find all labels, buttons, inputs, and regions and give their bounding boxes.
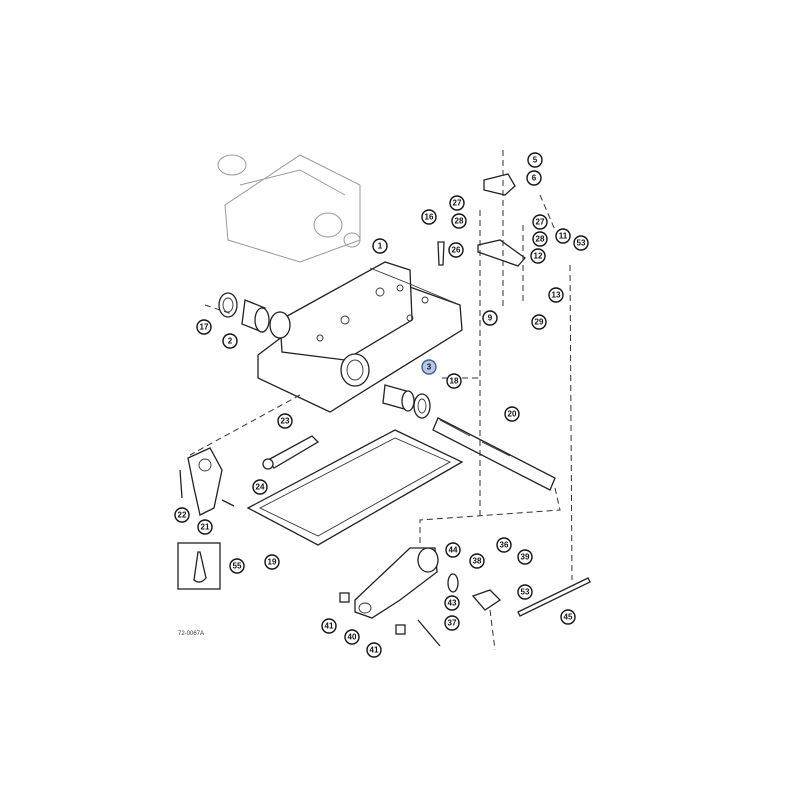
callout[interactable]: 21: [197, 519, 213, 535]
lift-housing: [257, 261, 463, 413]
callout[interactable]: 44: [445, 542, 461, 558]
seal-18: [413, 393, 431, 419]
rockshaft-20: [432, 417, 556, 491]
callout[interactable]: 38: [469, 553, 485, 569]
callout[interactable]: 27: [532, 214, 548, 230]
bushing-41: [339, 592, 350, 603]
svg-text:16: 16: [425, 213, 434, 222]
svg-text:1: 1: [378, 242, 383, 251]
callout[interactable]: 12: [530, 248, 546, 264]
callout[interactable]: 19: [264, 554, 280, 570]
svg-text:19: 19: [268, 558, 277, 567]
svg-text:41: 41: [325, 622, 334, 631]
callout[interactable]: 41: [321, 618, 337, 634]
callout-highlighted[interactable]: 3: [421, 359, 437, 375]
cam-38: [471, 589, 502, 611]
callout[interactable]: 27: [449, 195, 465, 211]
callout[interactable]: 13: [548, 287, 564, 303]
pin-24: [221, 499, 235, 507]
callout[interactable]: 22: [174, 507, 190, 523]
callout[interactable]: 37: [444, 615, 460, 631]
svg-text:40: 40: [348, 633, 357, 642]
svg-text:53: 53: [521, 588, 530, 597]
callout[interactable]: 55: [229, 558, 245, 574]
figure-reference: 72-0067A: [178, 631, 204, 637]
bolt-16: [437, 241, 445, 266]
svg-text:2: 2: [228, 337, 233, 346]
washer-44: [447, 573, 459, 593]
svg-text:45: 45: [564, 613, 573, 622]
gasket-19: [246, 429, 464, 546]
block-5: [483, 173, 516, 196]
bushing-2: [241, 299, 270, 333]
svg-text:27: 27: [453, 199, 462, 208]
bushing-41b: [395, 624, 406, 635]
svg-text:27: 27: [536, 218, 545, 227]
callout[interactable]: 2: [222, 333, 238, 349]
callout[interactable]: 26: [448, 242, 464, 258]
svg-text:13: 13: [552, 291, 561, 300]
svg-text:38: 38: [473, 557, 482, 566]
callout[interactable]: 40: [344, 629, 360, 645]
callout[interactable]: 53: [573, 235, 589, 251]
handle-23: [262, 435, 320, 470]
svg-text:29: 29: [535, 318, 544, 327]
bracket-26: [477, 239, 526, 267]
callout[interactable]: 6: [526, 170, 542, 186]
callout[interactable]: 41: [366, 642, 382, 658]
callout[interactable]: 17: [196, 319, 212, 335]
callout[interactable]: 9: [482, 310, 498, 326]
svg-text:55: 55: [233, 562, 242, 571]
callouts: 5 6 27 28 16 26 27 28 11 53 12 13 9 29 1…: [174, 152, 589, 658]
svg-text:12: 12: [534, 252, 543, 261]
svg-text:44: 44: [449, 546, 458, 555]
callout[interactable]: 20: [504, 406, 520, 422]
callout[interactable]: 18: [446, 373, 462, 389]
transmission-housing-reference: [217, 154, 361, 263]
callout[interactable]: 24: [252, 479, 268, 495]
callout[interactable]: 43: [444, 595, 460, 611]
callout[interactable]: 23: [277, 413, 293, 429]
svg-text:11: 11: [559, 232, 568, 241]
screw-22: [179, 469, 183, 499]
svg-text:17: 17: [200, 323, 209, 332]
arm-21: [187, 447, 223, 516]
svg-text:24: 24: [256, 483, 265, 492]
callout[interactable]: 1: [372, 238, 388, 254]
svg-text:43: 43: [448, 599, 457, 608]
svg-text:3: 3: [427, 363, 432, 372]
callout[interactable]: 5: [527, 152, 543, 168]
callout[interactable]: 29: [531, 314, 547, 330]
svg-text:5: 5: [533, 156, 538, 165]
svg-text:53: 53: [577, 239, 586, 248]
inset-box-55: [177, 542, 221, 590]
svg-text:41: 41: [370, 646, 379, 655]
callout[interactable]: 45: [560, 609, 576, 625]
callout[interactable]: 36: [496, 537, 512, 553]
svg-text:21: 21: [201, 523, 210, 532]
svg-text:37: 37: [448, 619, 457, 628]
svg-text:39: 39: [521, 553, 530, 562]
svg-text:28: 28: [455, 217, 464, 226]
callout[interactable]: 16: [421, 209, 437, 225]
bushing-3: [382, 384, 415, 412]
callout[interactable]: 28: [532, 231, 548, 247]
callout[interactable]: 11: [555, 228, 571, 244]
svg-text:18: 18: [450, 377, 459, 386]
svg-text:9: 9: [488, 314, 493, 323]
svg-text:20: 20: [508, 410, 517, 419]
callout[interactable]: 39: [517, 549, 533, 565]
svg-text:22: 22: [178, 511, 187, 520]
seal-17: [218, 292, 238, 318]
lift-arm-40: [354, 547, 439, 619]
callout[interactable]: 28: [451, 213, 467, 229]
svg-text:36: 36: [500, 541, 509, 550]
svg-text:28: 28: [536, 235, 545, 244]
svg-text:23: 23: [281, 417, 290, 426]
svg-text:6: 6: [532, 174, 537, 183]
svg-text:26: 26: [452, 246, 461, 255]
callout[interactable]: 53: [517, 584, 533, 600]
pin-37: [417, 619, 441, 647]
link-45: [517, 577, 591, 617]
